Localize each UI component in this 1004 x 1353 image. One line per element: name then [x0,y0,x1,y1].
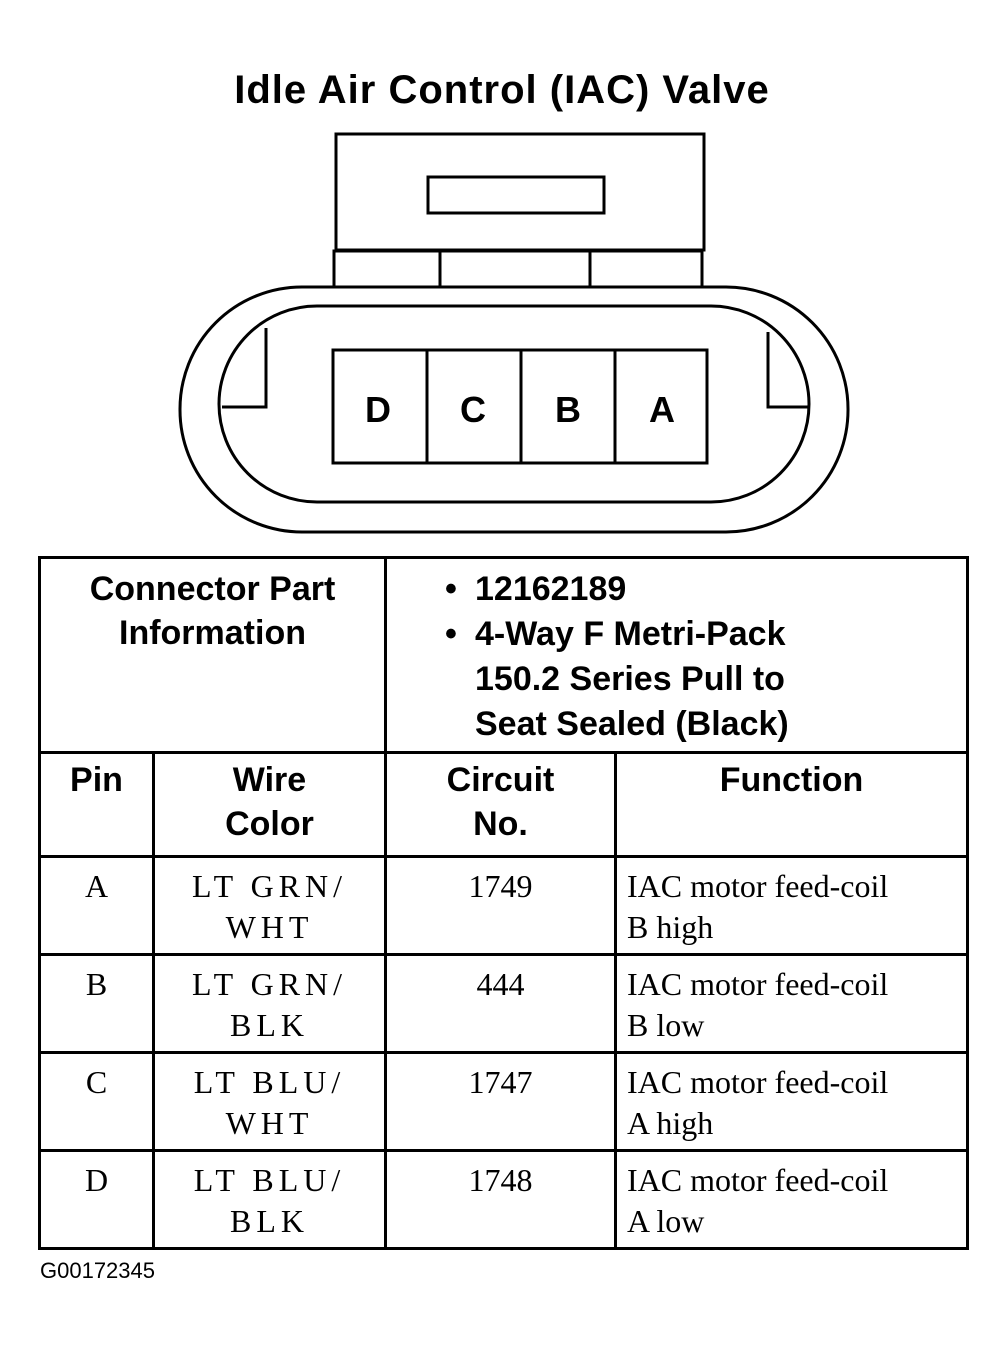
header-wire-color-line: Wire [232,761,307,799]
wire-color-line: WHT [225,909,314,945]
connector-latch-housing [334,132,706,252]
circuit-number: 1749 [468,868,533,904]
header-function: Function [719,761,864,799]
pin-value: C [85,1064,108,1100]
bullet-icon: • [445,570,457,608]
function-line: B low [627,1007,705,1043]
bullet-icon: • [445,615,457,653]
circuit-number: 1748 [468,1162,533,1198]
function-line: A low [627,1203,705,1239]
header-pin: Pin [70,761,123,799]
wire-color-line: LT GRN/ [191,966,348,1002]
pin-value: D [84,1162,109,1198]
pin-label-a: A [649,389,675,430]
wire-color-line: WHT [225,1105,314,1141]
connector-key-right [766,332,808,409]
wire-color-line: LT BLU/ [193,1064,346,1100]
header-wire-color-cell: Wire Color [152,751,387,858]
connector-latch-slot [426,175,606,215]
connector-body-outer [178,285,850,534]
connector-body-inner [217,304,811,504]
part-info-value-cell: • 12162189 • 4-Way F Metri-Pack 150.2 Se… [383,556,970,754]
part-number-item: • 12162189 [445,567,966,612]
header-wire-color-line: Color [225,805,314,843]
pin-label-b: B [555,389,581,430]
figure-id: G00172345 [40,1258,155,1283]
part-info-label-cell: Connector Part Information [38,556,387,754]
function-line: IAC motor feed-coil [627,868,889,904]
pin-cavity-a [613,348,709,465]
connector-face-diagram: D C B A [178,132,850,534]
table-row: D LT BLU/ BLK 1748 IAC motor feed-coil A… [38,1149,970,1250]
pin-value: B [85,966,108,1002]
part-description-line: 150.2 Series Pull to [475,660,785,698]
pin-label-c: C [460,389,486,430]
function-line: B high [627,909,714,945]
function-line: IAC motor feed-coil [627,1064,889,1100]
header-circuit-line: No. [473,805,528,843]
header-function-cell: Function [613,751,970,858]
header-circuit-cell: Circuit No. [384,751,617,858]
part-number: 12162189 [475,570,627,608]
part-description-line: 4-Way F Metri-Pack [475,615,786,653]
connector-latch-tab-right [588,249,704,289]
wire-color-line: BLK [230,1203,309,1239]
wire-color-line: BLK [230,1007,309,1043]
diagram-title: Idle Air Control (IAC) Valve [234,68,770,112]
column-header-row: Pin Wire Color Circuit No. Function [38,751,970,858]
circuit-number: 1747 [468,1064,533,1100]
header-circuit-line: Circuit [446,761,555,799]
function-line: IAC motor feed-coil [627,1162,889,1198]
function-line: A high [627,1105,714,1141]
circuit-number: 444 [476,966,525,1002]
pin-label-d: D [365,389,391,430]
pin-value: A [84,868,109,904]
wire-color-line: LT BLU/ [193,1162,346,1198]
part-description-item: • 4-Way F Metri-Pack 150.2 Series Pull t… [445,612,966,747]
part-info-label: Connector Part Information [89,570,336,652]
table-row: C LT BLU/ WHT 1747 IAC motor feed-coil A… [38,1051,970,1152]
part-description-line: Seat Sealed (Black) [475,705,789,743]
connector-info-table: Connector Part Information • 12162189 • … [38,556,970,1250]
table-row: A LT GRN/ WHT 1749 IAC motor feed-coil B… [38,855,970,956]
table-row: B LT GRN/ BLK 444 IAC motor feed-coil B … [38,953,970,1054]
header-pin-cell: Pin [38,751,155,858]
function-line: IAC motor feed-coil [627,966,889,1002]
connector-key-left [222,328,268,409]
connector-latch-tab-middle [438,249,592,289]
wire-color-line: LT GRN/ [191,868,348,904]
connector-latch-tab-left [332,249,442,289]
